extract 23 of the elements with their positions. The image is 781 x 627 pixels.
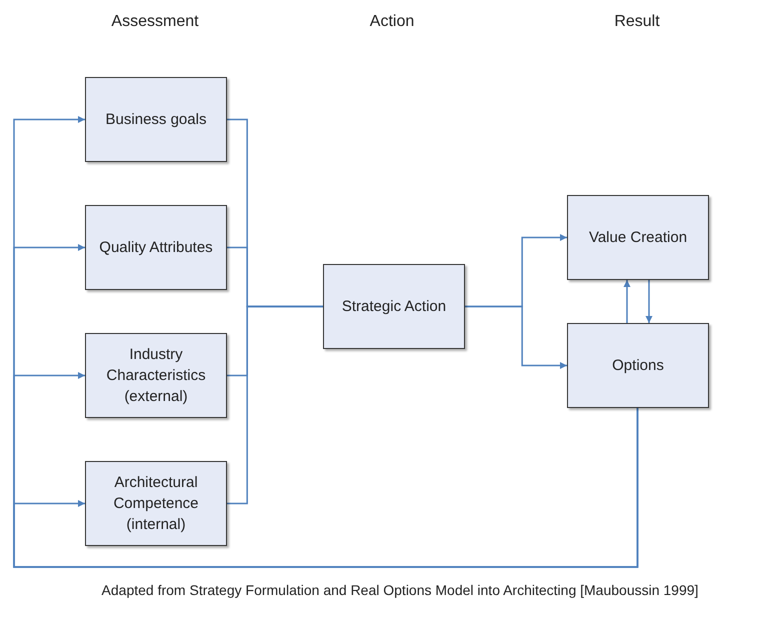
process-box [85, 333, 227, 418]
process-box [85, 205, 227, 290]
box-label: Industry Characteristics (external) [105, 345, 207, 407]
caption: Adapted from Strategy Formulation and Real Options Model into Architecting [Mauboussin 1999] [100, 581, 700, 600]
column-heading: Action [370, 12, 414, 32]
box-label: Architectural Competence (internal) [112, 473, 200, 535]
arrow [624, 280, 630, 323]
arrow [646, 280, 652, 323]
column-heading: Result [614, 12, 660, 32]
arrow [13, 408, 638, 568]
box-label: Quality Attributes [99, 238, 213, 258]
process-box [567, 323, 709, 408]
connector-line [227, 306, 323, 504]
box-label: Options [612, 356, 664, 376]
process-box [85, 461, 227, 546]
box-label: Value Creation [588, 228, 688, 248]
box-label: Business goals [106, 110, 206, 130]
process-box [323, 264, 465, 349]
process-box [85, 77, 227, 162]
process-box [567, 195, 709, 280]
box-label: Strategic Action [342, 297, 446, 317]
arrow [465, 306, 567, 369]
column-heading: Assessment [111, 12, 199, 32]
